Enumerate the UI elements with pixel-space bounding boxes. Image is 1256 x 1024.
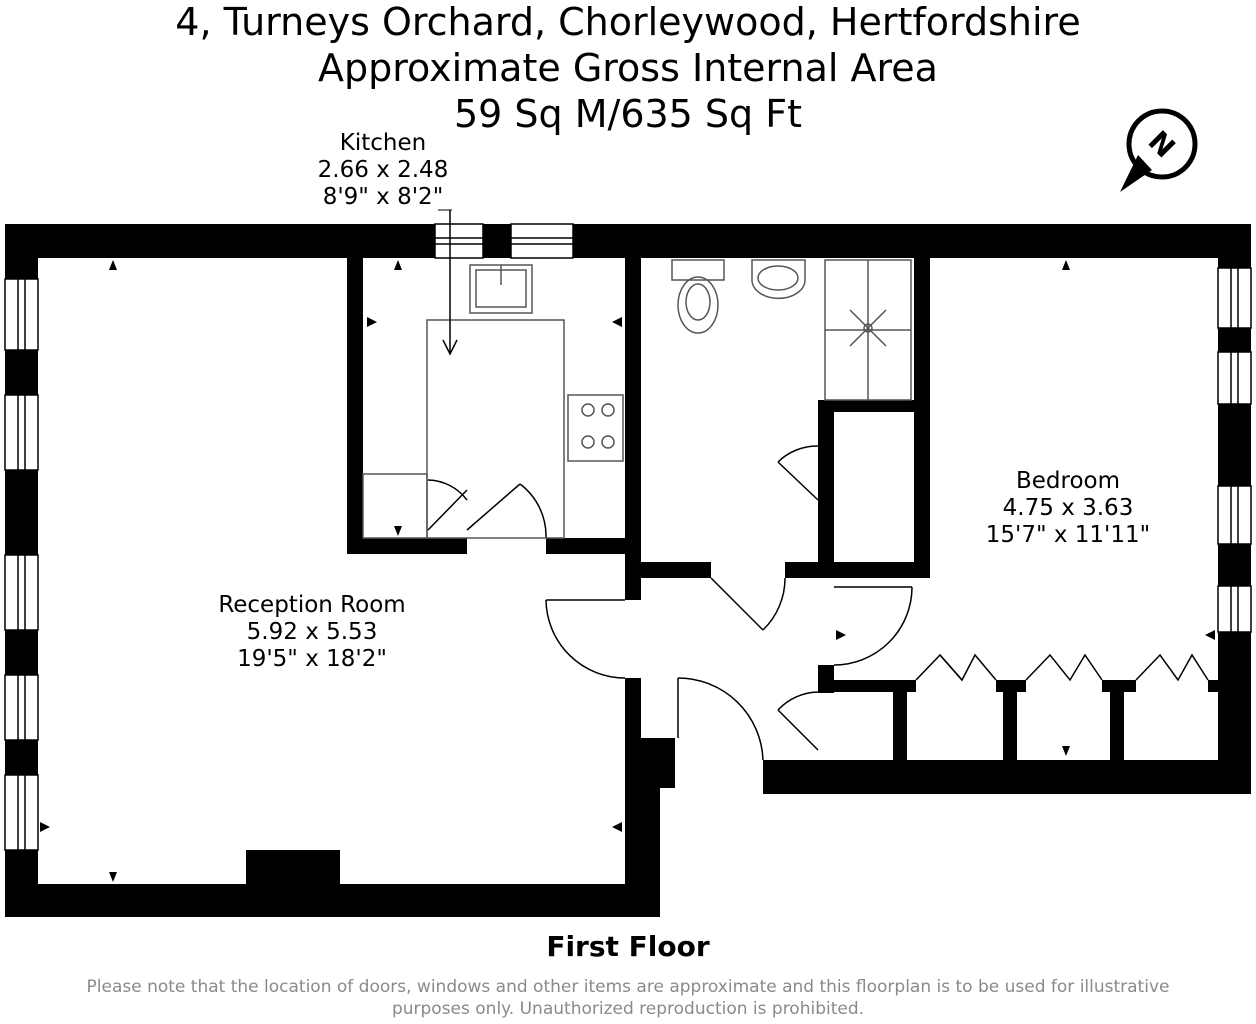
left-wall-segment bbox=[5, 630, 38, 675]
bedroom-imperial: 15'7" x 11'11" bbox=[986, 522, 1150, 548]
hob-icon bbox=[567, 394, 624, 462]
address-title: 4, Turneys Orchard, Chorleywood, Hertfor… bbox=[175, 0, 1081, 44]
fixtures bbox=[362, 209, 912, 539]
kitchen-right-wall bbox=[625, 258, 641, 554]
reception-name: Reception Room bbox=[218, 592, 405, 618]
chimney-breast bbox=[246, 850, 340, 890]
left-wall-segment bbox=[5, 740, 38, 775]
compass-letter: N bbox=[1142, 124, 1182, 164]
top-wall-left bbox=[5, 224, 435, 258]
windows bbox=[4, 223, 1252, 851]
left-wall-segment bbox=[5, 224, 38, 279]
disclaimer-line-2: purposes only. Unauthorized reproduction… bbox=[391, 999, 865, 1019]
kitchen-imperial: 8'9" x 8'2" bbox=[323, 184, 444, 210]
doors bbox=[427, 445, 1209, 761]
top-wall-right bbox=[573, 224, 1251, 258]
kitchen-pointer-arrow bbox=[442, 210, 458, 356]
right-wall-segment bbox=[1218, 224, 1251, 268]
bedroom-name: Bedroom bbox=[1016, 468, 1120, 494]
kitchen-metric: 2.66 x 2.48 bbox=[318, 157, 449, 183]
room-labels: Kitchen 2.66 x 2.48 8'9" x 8'2" Receptio… bbox=[218, 130, 1150, 672]
cupboard-left-wall bbox=[818, 400, 834, 578]
disclaimer-line-1: Please note that the location of doors, … bbox=[86, 977, 1170, 997]
north-compass-icon: N bbox=[1120, 108, 1198, 192]
kitchen-name: Kitchen bbox=[340, 130, 426, 156]
left-wall-segment bbox=[5, 470, 38, 555]
bathroom-right-wall bbox=[914, 258, 930, 578]
dimension-markers bbox=[40, 260, 1215, 882]
bedroom-bottom-wall bbox=[763, 760, 1251, 794]
basin-icon bbox=[751, 259, 806, 300]
walls bbox=[5, 224, 1251, 917]
area-title: Approximate Gross Internal Area bbox=[318, 46, 938, 90]
bedroom-metric: 4.75 x 3.63 bbox=[1003, 495, 1134, 521]
reception-metric: 5.92 x 5.53 bbox=[247, 619, 378, 645]
disclaimer: Please note that the location of doors, … bbox=[60, 976, 1196, 1020]
top-wall-kitchen-mullion bbox=[483, 224, 511, 258]
left-wall-segment bbox=[5, 350, 38, 395]
kitchen-left-wall bbox=[347, 258, 363, 554]
kitchen-counter bbox=[426, 319, 565, 539]
kitchen-bottom-wall bbox=[347, 538, 467, 554]
area-value: 59 Sq M/635 Sq Ft bbox=[453, 92, 803, 136]
toilet-icon bbox=[671, 259, 725, 281]
reception-imperial: 19'5" x 18'2" bbox=[237, 646, 387, 672]
floor-label: First Floor bbox=[546, 930, 710, 963]
